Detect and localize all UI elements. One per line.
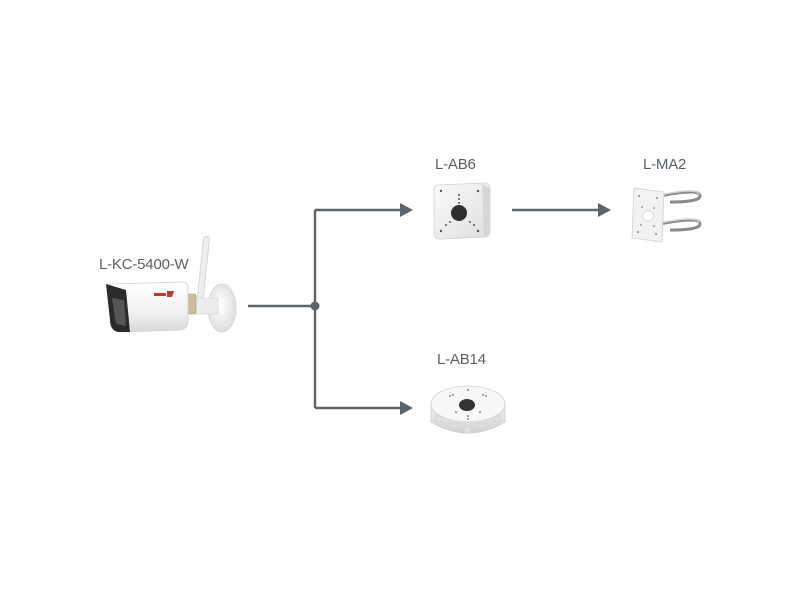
round-junction-box-icon [430,385,506,434]
ma2-node [630,182,704,246]
pole-mount-bracket-icon [631,187,702,243]
ab6-node [432,181,494,241]
arrow-head-ab6 [400,203,413,217]
junction-dot [310,301,320,311]
ab6-label: L-AB6 [435,156,476,173]
square-junction-box-icon [433,182,491,240]
camera-node [104,232,244,342]
ab14-label: L-AB14 [437,351,486,368]
ma2-label: L-MA2 [643,156,687,173]
arrow-head-ma2 [598,203,611,217]
arrow-head-ab14 [400,401,413,415]
camera-label: L-KC-5400-W [99,256,189,273]
ab14-node [428,378,508,442]
wifi-bullet-camera-icon [106,235,237,333]
